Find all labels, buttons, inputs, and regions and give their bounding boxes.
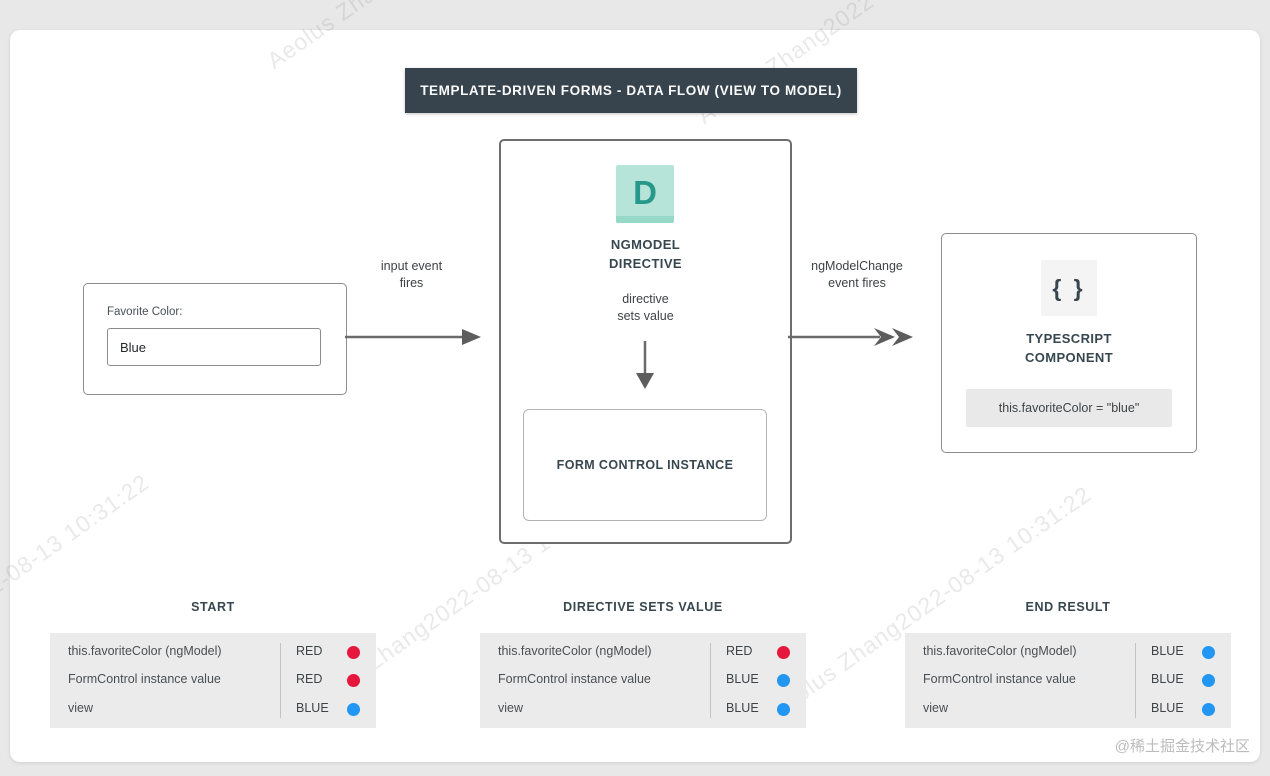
row-label: FormControl instance value: [68, 672, 221, 687]
table-row: view BLUE: [905, 698, 1231, 720]
favorite-color-input[interactable]: [107, 328, 321, 366]
state-dot: [777, 646, 790, 660]
page-title: TEMPLATE-DRIVEN FORMS - DATA FLOW (VIEW …: [420, 83, 842, 98]
table-row: view BLUE: [50, 698, 376, 720]
d-icon-strip: [616, 216, 674, 223]
table-row: this.favoriteColor (ngModel) RED: [480, 641, 806, 663]
typescript-component-box: { } TYPESCRIPT COMPONENT this.favoriteCo…: [941, 233, 1197, 453]
state-table: this.favoriteColor (ngModel) BLUE FormCo…: [905, 633, 1231, 728]
row-label: FormControl instance value: [498, 672, 651, 687]
row-value: BLUE: [726, 700, 759, 715]
row-value: BLUE: [1151, 672, 1184, 687]
row-label: this.favoriteColor (ngModel): [923, 644, 1077, 659]
directive-sets-value-label: directive sets value: [617, 292, 674, 323]
row-value: RED: [296, 672, 323, 687]
row-label: view: [68, 700, 94, 715]
juejin-community-watermark: @稀土掘金技术社区: [1114, 738, 1250, 755]
flow-arrow-input-event: [345, 329, 481, 345]
state-dot: [1202, 702, 1215, 716]
ngmodel-directive-icon: D: [616, 165, 674, 223]
form-control-instance-box: FORM CONTROL INSTANCE: [523, 409, 767, 521]
ngmodel-directive-box: D NGMODEL DIRECTIVE directive sets value…: [499, 139, 792, 544]
row-label: this.favoriteColor (ngModel): [498, 644, 652, 659]
title-banner: TEMPLATE-DRIVEN FORMS - DATA FLOW (VIEW …: [405, 68, 857, 113]
form-control-instance-label: FORM CONTROL INSTANCE: [556, 458, 734, 472]
table-row: FormControl instance value BLUE: [480, 669, 806, 691]
row-value: BLUE: [726, 672, 759, 687]
row-value: BLUE: [1151, 700, 1184, 715]
state-table-title: START: [191, 600, 235, 614]
table-row: this.favoriteColor (ngModel) BLUE: [905, 641, 1231, 663]
state-dot: [347, 702, 360, 716]
braces-icon: { }: [1041, 260, 1097, 316]
ngmodelchange-event-label: ngModelChange event fires: [811, 259, 903, 290]
state-dot: [347, 646, 360, 660]
typescript-component-title: TYPESCRIPT COMPONENT: [1024, 331, 1114, 365]
table-row: FormControl instance value BLUE: [905, 669, 1231, 691]
row-value: RED: [296, 644, 323, 659]
row-value: BLUE: [296, 700, 329, 715]
table-row: view BLUE: [480, 698, 806, 720]
row-label: FormControl instance value: [923, 672, 1076, 687]
favorite-color-code-chip: this.favoriteColor = "blue": [966, 389, 1172, 427]
state-table-directive-sets-value: DIRECTIVE SETS VALUE this.favoriteColor …: [480, 600, 806, 728]
state-dot: [777, 674, 790, 688]
state-table: this.favoriteColor (ngModel) RED FormCon…: [50, 633, 376, 728]
table-row: this.favoriteColor (ngModel) RED: [50, 641, 376, 663]
row-label: view: [498, 700, 524, 715]
flow-arrow-ngmodelchange: [788, 328, 913, 346]
row-value: BLUE: [1151, 644, 1184, 659]
favorite-color-form-box: Favorite Color:: [83, 283, 347, 395]
row-label: this.favoriteColor (ngModel): [68, 644, 222, 659]
state-table-title: END RESULT: [1025, 600, 1111, 614]
d-letter: D: [633, 173, 657, 211]
state-table-start: START this.favoriteColor (ngModel) RED F…: [50, 600, 376, 728]
ngmodel-directive-title: NGMODEL DIRECTIVE: [609, 237, 682, 271]
state-dot: [777, 702, 790, 716]
input-event-label: input event fires: [380, 259, 443, 290]
state-dot: [1202, 674, 1215, 688]
row-label: view: [923, 700, 949, 715]
state-table: this.favoriteColor (ngModel) RED FormCon…: [480, 633, 806, 728]
state-dot: [1202, 646, 1215, 660]
down-arrow-icon: [636, 341, 654, 389]
row-value: RED: [726, 644, 753, 659]
state-dot: [347, 674, 360, 688]
table-divider: [1135, 643, 1136, 718]
table-divider: [280, 643, 281, 718]
favorite-color-label: Favorite Color:: [107, 306, 183, 318]
state-table-end-result: END RESULT this.favoriteColor (ngModel) …: [905, 600, 1231, 728]
braces-glyph: { }: [1052, 274, 1086, 301]
table-divider: [710, 643, 711, 718]
table-row: FormControl instance value RED: [50, 669, 376, 691]
state-table-title: DIRECTIVE SETS VALUE: [563, 600, 723, 614]
